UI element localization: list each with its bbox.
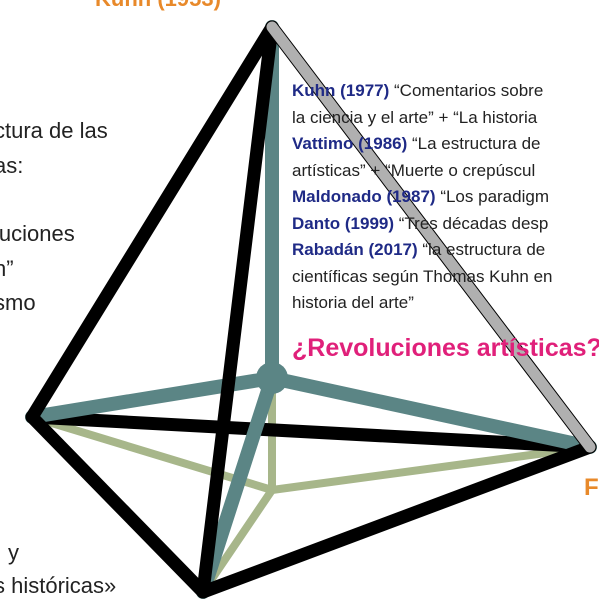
reference-line: historia del arte” [292, 290, 553, 317]
left-text-line-2: as: [0, 153, 24, 178]
reference-line: Danto (1999) “Tres décadas desp [292, 211, 553, 238]
reference-line: Vattimo (1986) “La estructura de [292, 131, 553, 158]
reference-text: “Tres décadas desp [394, 213, 549, 233]
left-text-line-4: n” [0, 256, 14, 281]
reference-line: la ciencia y el arte” + “La historia [292, 105, 553, 132]
reference-author: Vattimo (1986) [292, 134, 408, 153]
edge-left-right [25, 410, 597, 454]
left-text-line-7: s históricas» [0, 573, 117, 598]
reference-line: científicas según Thomas Kuhn en [292, 264, 553, 291]
edge-left-bottom [25, 410, 210, 599]
edge-left-inner [28, 413, 276, 494]
reference-line: Kuhn (1977) “Comentarios sobre [292, 78, 553, 105]
edge-top-right-highlight [266, 21, 596, 453]
reference-text: “Comentarios sobre [389, 81, 544, 100]
reference-text: historia del arte” [292, 293, 414, 312]
edge-inner-right [268, 443, 594, 494]
reference-text: artísticas” + “Muerte o crepúscul [292, 160, 536, 180]
reference-author: Kuhn (1977) [292, 81, 390, 100]
edge-center-bottom [196, 371, 279, 599]
edge-center-right [265, 371, 597, 454]
left-text-line-5: smo [0, 290, 36, 315]
question-heading: ¿Revoluciones artísticas? [292, 334, 599, 362]
edge-bottom-right [196, 440, 597, 599]
reference-line: Maldonado (1987) “Los paradigm [292, 184, 553, 211]
edge-left-center [25, 371, 279, 424]
reference-text: “Los paradigm [435, 187, 549, 206]
left-text-line-6: y [8, 540, 19, 565]
center-node [256, 362, 288, 394]
reference-text: la ciencia y el arte” + “La historia [292, 107, 538, 127]
left-text-line-3: luciones [0, 221, 75, 246]
top-vertex-label: Kuhn (1953) [95, 0, 221, 12]
reference-author: Rabadán (2017) [292, 240, 418, 259]
reference-text: “la estructura de [417, 240, 546, 259]
reference-list: Kuhn (1977) “Comentarios sobre la cienci… [292, 78, 553, 317]
edge-top-bottom [196, 20, 279, 599]
edge-top-left [25, 20, 279, 424]
reference-line: artísticas” + “Muerte o crepúscul [292, 158, 553, 185]
left-text-line-1: ctura de las [0, 118, 108, 143]
right-vertex-label: F [584, 474, 599, 501]
reference-text: científicas según Thomas Kuhn en [292, 266, 553, 286]
reference-author: Maldonado (1987) [292, 187, 436, 206]
reference-author: Danto (1999) [292, 213, 395, 233]
reference-line: Rabadán (2017) “la estructura de [292, 237, 553, 264]
reference-text: “La estructura de [407, 134, 541, 153]
